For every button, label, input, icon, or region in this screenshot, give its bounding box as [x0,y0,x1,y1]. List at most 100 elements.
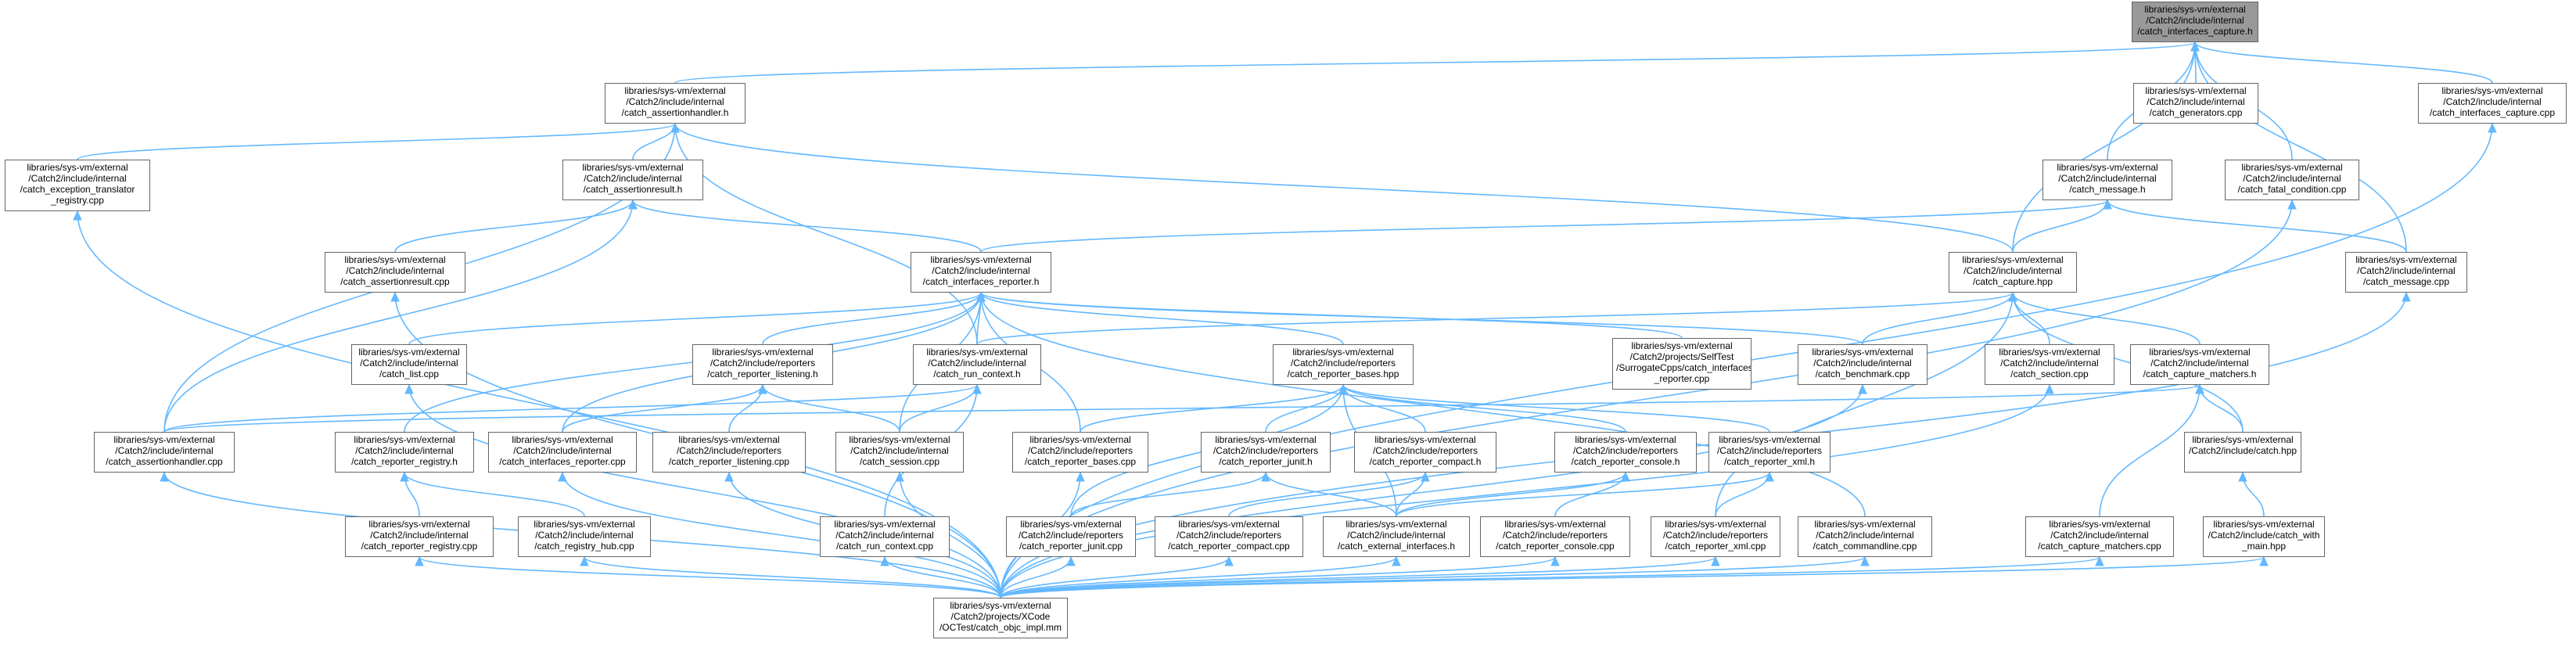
node-label-line: /Catch2/include/internal [2150,358,2249,368]
node-capture-matchers-cpp[interactable]: libraries/sys-vm/external/Catch2/include… [2025,516,2174,557]
node-generators-cpp[interactable]: libraries/sys-vm/external/Catch2/include… [2133,83,2258,124]
node-label-line: libraries/sys-vm/external [2355,254,2457,265]
node-label-line: /Catch2/include/catch.hpp [2188,445,2298,456]
node-objc-impl-mm[interactable]: libraries/sys-vm/external/Catch2/project… [933,598,1068,638]
node-session-cpp[interactable]: libraries/sys-vm/external/Catch2/include… [835,432,964,473]
edge-objc-impl-mm-to-reporter-compact-cpp [1000,556,1230,598]
edge-arrowhead [2045,383,2054,394]
node-label-line: libraries/sys-vm/external [2057,162,2158,173]
node-benchmark-cpp[interactable]: libraries/sys-vm/external/Catch2/include… [1798,344,1928,385]
node-label-line: /Catch2/include/internal [2147,96,2245,107]
node-interfaces-reporter-h[interactable]: libraries/sys-vm/external/Catch2/include… [911,252,1051,293]
node-section-cpp[interactable]: libraries/sys-vm/external/Catch2/include… [1985,344,2114,385]
node-capture-hpp[interactable]: libraries/sys-vm/external/Catch2/include… [1949,252,2077,293]
node-assertionresult-cpp[interactable]: libraries/sys-vm/external/Catch2/include… [325,252,465,293]
node-label-line: libraries/sys-vm/external [1345,519,1447,530]
node-exception-translator-cpp[interactable]: libraries/sys-vm/external/Catch2/include… [5,160,150,211]
edge-arrowhead [758,383,767,394]
edge-commandline-cpp-to-interfaces-reporter-h [980,292,1866,517]
node-label-line: libraries/sys-vm/external [1292,347,1394,358]
node-message-cpp[interactable]: libraries/sys-vm/external/Catch2/include… [2345,252,2467,293]
node-interfaces-capture-cpp[interactable]: libraries/sys-vm/external/Catch2/include… [2418,83,2567,124]
node-capture-matchers-h[interactable]: libraries/sys-vm/external/Catch2/include… [2130,344,2269,385]
edge-arrowhead [2095,555,2104,566]
node-assertionhandler-cpp[interactable]: libraries/sys-vm/external/Catch2/include… [94,432,235,473]
node-label-line: libraries/sys-vm/external [582,162,684,173]
node-reporter-xml-h[interactable]: libraries/sys-vm/external/Catch2/include… [1708,432,1831,473]
node-reporter-registry-cpp[interactable]: libraries/sys-vm/external/Catch2/include… [345,516,494,557]
edge-benchmark-cpp-to-capture-hpp [1862,292,2014,345]
node-label-line: libraries/sys-vm/external [2144,4,2246,15]
node-label-line: /Catch2/include/internal [535,530,634,541]
edge-arrowhead [1076,471,1085,482]
node-label-line: libraries/sys-vm/external [1631,340,1733,351]
node-label-line: libraries/sys-vm/external [512,434,613,445]
edge-capture-hpp-to-capture-h [2012,41,2196,253]
edge-arrowhead [976,291,986,302]
edge-reporter-xml-cpp-to-capture-hpp [1715,292,2014,517]
node-label-line: /Catch2/include/internal [835,530,934,541]
node-label-line: libraries/sys-vm/external [113,434,215,445]
node-commandline-cpp[interactable]: libraries/sys-vm/external/Catch2/include… [1798,516,1932,557]
edge-arrowhead [404,383,414,394]
node-surrogate-cpp[interactable]: libraries/sys-vm/external/Catch2/project… [1612,338,1751,390]
edge-objc-impl-mm-to-registry-hub-cpp [584,556,1001,598]
node-interfaces-reporter-cpp[interactable]: libraries/sys-vm/external/Catch2/include… [488,432,637,473]
node-label-line: libraries/sys-vm/external [1665,519,1766,530]
node-external-interfaces-h[interactable]: libraries/sys-vm/external/Catch2/include… [1323,516,1470,557]
edge-interfaces-reporter-h-to-assertionresult-h [632,199,982,253]
node-label-line: libraries/sys-vm/external [834,519,936,530]
node-label-line: /catch_capture_matchers.cpp [2038,541,2161,552]
node-label-line: libraries/sys-vm/external [2049,519,2150,530]
node-reporter-compact-h[interactable]: libraries/sys-vm/external/Catch2/include… [1354,432,1496,473]
edge-list-cpp-to-interfaces-reporter-h [408,292,982,345]
node-run-context-cpp[interactable]: libraries/sys-vm/external/Catch2/include… [820,516,950,557]
node-reporter-junit-h[interactable]: libraries/sys-vm/external/Catch2/include… [1201,432,1331,473]
node-catch-hpp[interactable]: libraries/sys-vm/external/Catch2/include… [2184,432,2301,473]
edge-reporter-console-h-to-reporter-bases-hpp [1342,384,1626,433]
node-label-line: /Catch2/include/internal [346,265,444,276]
node-label-line: /Catch2/projects/XCode [950,611,1051,622]
node-reporter-compact-cpp[interactable]: libraries/sys-vm/external/Catch2/include… [1155,516,1303,557]
node-label-line: libraries/sys-vm/external [950,600,1051,611]
node-label-line: /catch_commandline.cpp [1813,541,1917,552]
edge-arrowhead [1261,471,1270,482]
edge-objc-impl-mm-to-session-cpp [899,472,1001,598]
node-label-line: /catch_reporter_junit.cpp [1019,541,1123,552]
node-label-line: /Catch2/include/catch_with [2208,530,2320,541]
edge-registry-hub-cpp-to-reporter-registry-h [404,472,585,517]
node-reporter-listening-cpp[interactable]: libraries/sys-vm/external/Catch2/include… [652,432,806,473]
node-reporter-junit-cpp[interactable]: libraries/sys-vm/external/Catch2/include… [1006,516,1136,557]
node-label-line: libraries/sys-vm/external [1029,434,1131,445]
node-label-line: /Catch2/include/internal [932,265,1030,276]
node-reporter-bases-hpp[interactable]: libraries/sys-vm/external/Catch2/include… [1273,344,1414,385]
node-label-line: libraries/sys-vm/external [624,85,726,96]
node-fatal-condition-cpp[interactable]: libraries/sys-vm/external/Catch2/include… [2225,160,2359,200]
node-list-cpp[interactable]: libraries/sys-vm/external/Catch2/include… [351,344,467,385]
node-reporter-listening-h[interactable]: libraries/sys-vm/external/Catch2/include… [692,344,833,385]
node-run-context-h[interactable]: libraries/sys-vm/external/Catch2/include… [913,344,1041,385]
node-message-h[interactable]: libraries/sys-vm/external/Catch2/include… [2042,160,2172,200]
node-reporter-console-cpp[interactable]: libraries/sys-vm/external/Catch2/include… [1480,516,1630,557]
edge-arrowhead [390,291,400,302]
edge-arrowhead [724,471,734,482]
node-catch-with-main-hpp[interactable]: libraries/sys-vm/external/Catch2/include… [2203,516,2325,557]
edge-arrowhead [2259,555,2269,566]
edge-assertionhandler-h-to-capture-h [674,41,2196,84]
edge-arrowhead [2190,41,2200,52]
node-reporter-registry-h[interactable]: libraries/sys-vm/external/Catch2/include… [335,432,474,473]
node-reporter-xml-cpp[interactable]: libraries/sys-vm/external/Catch2/include… [1651,516,1780,557]
edge-arrowhead [1392,555,1401,566]
node-reporter-console-h[interactable]: libraries/sys-vm/external/Catch2/include… [1554,432,1697,473]
node-capture-h[interactable]: libraries/sys-vm/external/Catch2/include… [2132,2,2258,42]
node-label-line: /catch_reporter_listening.cpp [668,456,790,467]
node-assertionresult-h[interactable]: libraries/sys-vm/external/Catch2/include… [562,160,703,200]
node-label-line: libraries/sys-vm/external [368,519,470,530]
edge-objc-impl-mm-to-reporter-xml-cpp [1000,556,1716,598]
node-assertionhandler-h[interactable]: libraries/sys-vm/external/Catch2/include… [605,83,745,124]
node-reporter-bases-cpp[interactable]: libraries/sys-vm/external/Catch2/include… [1012,432,1148,473]
node-registry-hub-cpp[interactable]: libraries/sys-vm/external/Catch2/include… [518,516,651,557]
edge-objc-impl-mm-to-list-cpp [408,384,1001,598]
edge-catch-hpp-to-capture-matchers-h [2199,384,2244,433]
node-label-line: libraries/sys-vm/external [1962,254,2064,265]
